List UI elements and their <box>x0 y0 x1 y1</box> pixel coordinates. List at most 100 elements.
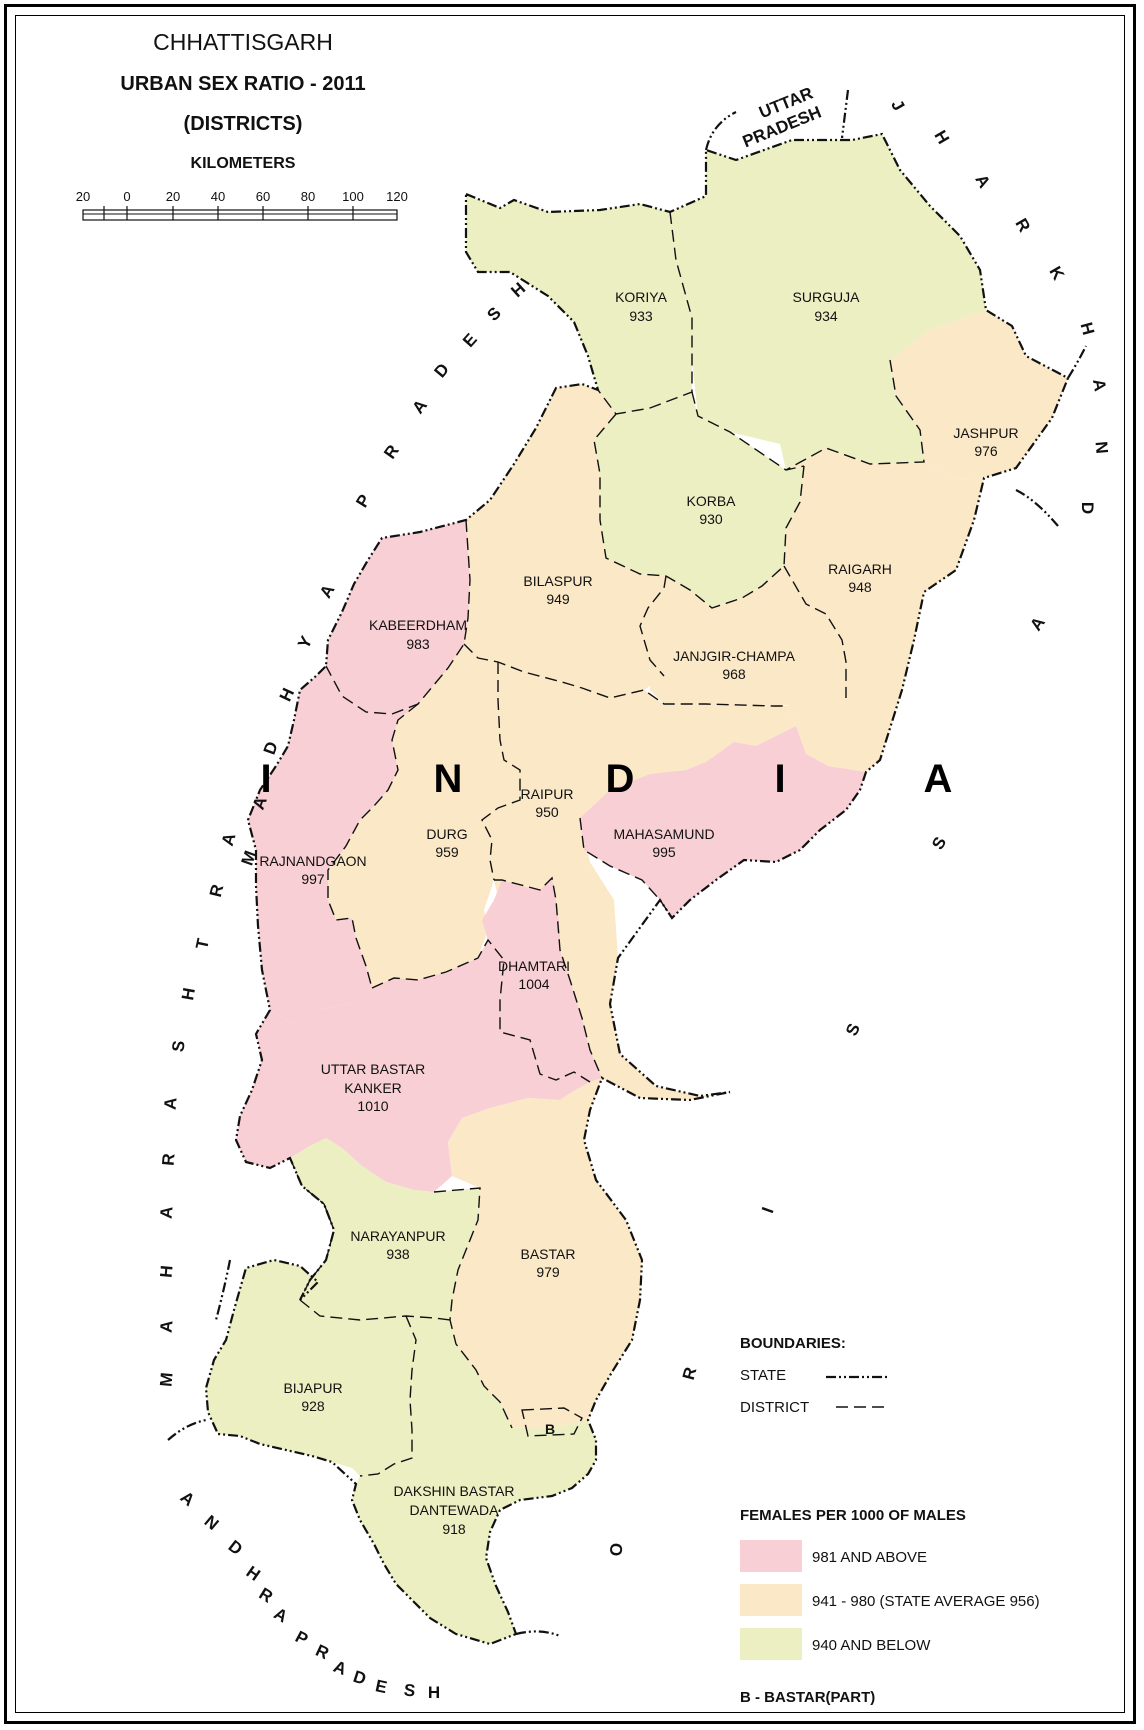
neighbor-letter: A <box>177 1488 199 1510</box>
district-value: 959 <box>435 844 459 860</box>
district-surguja[interactable] <box>670 134 986 470</box>
district-value: 949 <box>546 591 570 607</box>
neighbor-letter: H <box>178 986 199 1001</box>
neighbor-letter: A <box>316 581 339 601</box>
scale-label: KILOMETERS <box>191 155 296 172</box>
neighbor-letter: I <box>758 1205 777 1216</box>
district-name: NARAYANPUR <box>350 1228 445 1244</box>
district-name: BASTAR <box>521 1246 576 1262</box>
country-letter: A <box>924 757 953 801</box>
district-koriya[interactable] <box>466 194 692 414</box>
neighbor-letter: S <box>928 834 950 853</box>
neighbor-letter: H <box>243 1562 264 1585</box>
district-dantewada[interactable] <box>352 1316 596 1644</box>
scale-tick: 80 <box>301 189 315 204</box>
neighbor-letter: R <box>159 1153 179 1167</box>
neighbor-letter: S <box>483 303 504 324</box>
district-korba[interactable] <box>594 392 804 608</box>
district-jashpur[interactable] <box>890 310 1068 480</box>
neighbor-letter: A <box>1089 377 1110 392</box>
district-name: SURGUJA <box>793 289 861 305</box>
district-dhamtari[interactable] <box>482 878 602 1082</box>
neighbor-letter: D <box>225 1536 246 1559</box>
neighbor-letter: R <box>679 1365 701 1382</box>
district-raipur[interactable] <box>482 662 796 1100</box>
country-label: I N D I A <box>260 757 952 801</box>
district-durg[interactable] <box>328 644 520 988</box>
district-kanker[interactable] <box>236 940 590 1192</box>
district-value: 930 <box>699 511 723 527</box>
neighbor-letter: R <box>313 1641 332 1663</box>
neighbor-letter: O <box>606 1542 626 1557</box>
scale-tick: 40 <box>211 189 225 204</box>
neighbor-letter: K <box>1045 263 1068 284</box>
state-name: CHHATTISGARH <box>153 29 333 55</box>
district-value: 928 <box>301 1398 325 1414</box>
district-rajnandgaon[interactable] <box>248 666 418 1024</box>
district-name: BIJAPUR <box>283 1380 342 1396</box>
map-title: URBAN SEX RATIO - 2011 <box>120 73 365 95</box>
neighbor-boundaries <box>167 89 1087 1638</box>
district-name: DHAMTARI <box>498 958 570 974</box>
district-janjgir[interactable] <box>640 566 846 706</box>
district-name: MAHASAMUND <box>613 826 714 842</box>
neighbor-letter: P <box>292 1627 311 1649</box>
bastar-part-marker: B <box>545 1421 555 1437</box>
neighbor-letter: P <box>352 491 374 511</box>
district-value: 968 <box>722 666 746 682</box>
neighbor-letter: A <box>157 1206 177 1220</box>
district-mahasamund[interactable] <box>580 726 866 918</box>
district-name: KORIYA <box>615 289 668 305</box>
district-bijapur[interactable] <box>206 1260 416 1476</box>
neighbor-letter: M <box>156 1372 176 1388</box>
country-letter: I <box>260 757 271 801</box>
neighbor-letter: H <box>157 1265 177 1279</box>
legend-swatch-low <box>740 1628 802 1660</box>
neighbor-letter: A <box>331 1657 350 1679</box>
district-name-line2: DANTEWADA <box>410 1502 500 1518</box>
district-bilaspur[interactable] <box>464 384 666 698</box>
neighbor-letter: M <box>237 848 260 868</box>
country-letter: I <box>774 757 785 801</box>
map-inner-border <box>15 15 1125 1713</box>
district-name: RAIPUR <box>521 786 574 802</box>
legend-ratio-title: FEMALES PER 1000 OF MALES <box>740 1507 966 1524</box>
legend-state-label: STATE <box>740 1367 786 1384</box>
neighbor-letter: D <box>351 1667 369 1689</box>
neighbor-letter: R <box>256 1584 276 1607</box>
map-subtitle: (DISTRICTS) <box>184 113 303 135</box>
neighbor-letter: S <box>403 1680 416 1700</box>
neighbor-letter: D <box>1078 502 1097 514</box>
neighbor-letter: E <box>459 330 481 351</box>
country-letter: N <box>434 757 463 801</box>
scale-tick: 0 <box>123 189 130 204</box>
neighbor-letter: S <box>842 1021 864 1039</box>
district-name: JANJGIR-CHAMPA <box>673 648 796 664</box>
district-value: 1010 <box>357 1098 388 1114</box>
scale-bar: 20 0 20 40 60 80 100 120 <box>76 189 408 221</box>
scale-tick: 60 <box>256 189 270 204</box>
state-boundary <box>204 132 1070 1646</box>
district-name: KABEERDHAM <box>369 617 467 633</box>
district-value: 979 <box>536 1264 560 1280</box>
districts-layer <box>206 134 1068 1644</box>
district-narayanpur[interactable] <box>290 1138 480 1320</box>
district-name-line2: KANKER <box>344 1080 402 1096</box>
neighbor-letter: E <box>374 1676 389 1697</box>
neighbor-letter: H <box>1077 320 1099 337</box>
district-name: BILASPUR <box>523 573 592 589</box>
district-kabeerdham[interactable] <box>326 520 470 714</box>
district-name: KORBA <box>686 493 736 509</box>
district-bastar[interactable] <box>448 1078 642 1428</box>
neighbor-letter: Y <box>294 632 316 652</box>
district-value: 995 <box>652 844 676 860</box>
legend-swatch-mid <box>740 1584 802 1616</box>
scale-tick: 100 <box>342 189 364 204</box>
district-value: 1004 <box>518 976 549 992</box>
legend-note: B - BASTAR(PART) <box>740 1689 875 1706</box>
neighbor-letter: A <box>218 831 240 848</box>
neighbor-letter: H <box>276 685 298 704</box>
district-name: DURG <box>426 826 467 842</box>
legend-class-label: 940 AND BELOW <box>812 1637 931 1654</box>
